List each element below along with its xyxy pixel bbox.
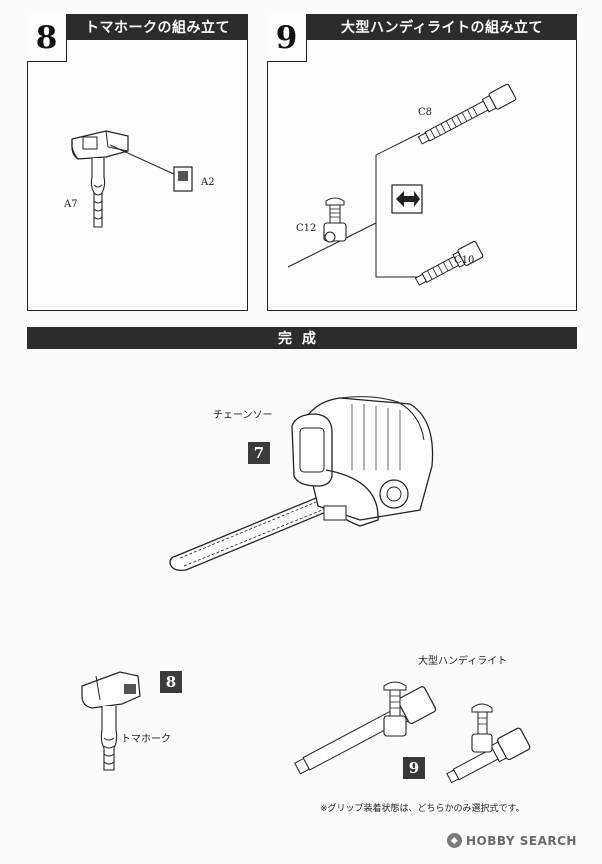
step8-title: トマホークの組み立て bbox=[67, 14, 248, 40]
part-label-c8: C8 bbox=[418, 107, 433, 118]
hobby-search-logo-icon: ◆ bbox=[447, 833, 462, 848]
chainsaw-label: チェーンソー bbox=[213, 410, 273, 421]
handylight-parts-illustration bbox=[287, 83, 517, 286]
step9-title: 大型ハンディライトの組み立て bbox=[307, 14, 577, 40]
step8-number: 8 bbox=[27, 14, 67, 62]
double-arrow-icon bbox=[391, 184, 423, 214]
step9-number: 9 bbox=[267, 14, 307, 62]
part-label-a2: A2 bbox=[201, 177, 215, 188]
part-label-c12: C12 bbox=[296, 223, 317, 234]
tomahawk-parts-illustration bbox=[71, 130, 193, 228]
chainsaw-step-badge: 7 bbox=[248, 442, 270, 464]
watermark-text: HOBBY SEARCH bbox=[466, 833, 577, 848]
tomahawk-label: トマホーク bbox=[121, 734, 171, 745]
handylight-label: 大型ハンディライト bbox=[418, 656, 508, 667]
tomahawk-step-badge: 8 bbox=[160, 671, 182, 693]
completion-title: 完成 bbox=[27, 327, 577, 349]
part-label-c10: C10 bbox=[454, 255, 475, 266]
hobby-search-watermark: ◆ HOBBY SEARCH bbox=[447, 833, 577, 848]
handylight-step-badge: 9 bbox=[403, 757, 425, 779]
step8-panel: 8 トマホークの組み立て A7 A2 bbox=[27, 14, 248, 311]
grip-selection-note: ※グリップ装着状態は、どちらかのみ選択式です。 bbox=[320, 804, 525, 814]
step9-panel: 9 大型ハンディライトの組み立て bbox=[267, 14, 577, 311]
part-label-a7: A7 bbox=[64, 199, 78, 210]
